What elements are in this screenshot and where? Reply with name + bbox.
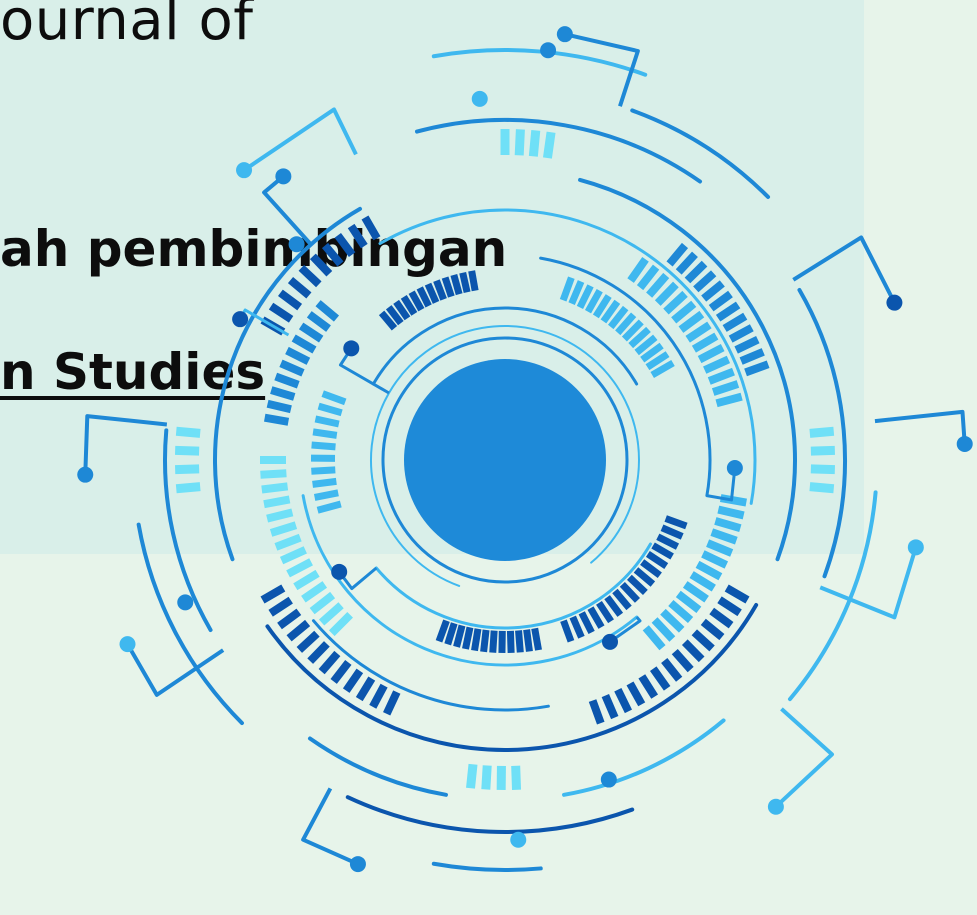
- circuit-node: [331, 563, 348, 580]
- circuit-tick: [342, 668, 364, 693]
- circuit-tick: [588, 699, 605, 725]
- circuit-node: [177, 594, 194, 611]
- circuit-node: [602, 633, 618, 650]
- circuit-tick: [682, 581, 709, 603]
- circuit-tick: [453, 624, 466, 648]
- circuit-tick: [717, 596, 742, 617]
- circuit-tick: [286, 619, 311, 642]
- circuit-tick: [309, 591, 336, 615]
- studies-link[interactable]: n Studies: [0, 343, 266, 401]
- circuit-trace: [301, 787, 359, 866]
- circuit-tick: [355, 676, 376, 702]
- circuit-tick: [277, 608, 302, 630]
- circuit-node: [907, 539, 924, 556]
- circuit-tick: [695, 560, 723, 581]
- circuit-tick: [638, 674, 659, 699]
- circuit-tick: [531, 627, 542, 651]
- circuit-node: [600, 771, 617, 788]
- circuit-tick: [318, 650, 341, 675]
- circuit-tick: [511, 765, 522, 790]
- circuit-tick: [701, 550, 729, 569]
- subtitle-fragment: ah pembimbingan: [0, 220, 508, 278]
- circuit-node: [886, 294, 903, 311]
- circuit-tick: [601, 693, 619, 720]
- circuit-tick: [640, 559, 662, 579]
- circuit-tick: [626, 681, 646, 707]
- circuit-tick: [700, 618, 725, 641]
- circuit-tick: [645, 551, 669, 569]
- circuit-arc: [311, 619, 550, 712]
- circuit-tick: [471, 628, 482, 652]
- circuit-tick: [268, 596, 293, 617]
- circuit-tick: [596, 600, 614, 624]
- circuit-trace: [609, 616, 642, 644]
- circuit-tick: [286, 558, 313, 578]
- circuit-tick: [689, 571, 716, 592]
- circuit-tick: [480, 629, 490, 653]
- circuit-tick: [318, 602, 344, 626]
- circuit-tick: [260, 584, 286, 604]
- circuit-tick: [569, 615, 585, 639]
- circuit-tick: [642, 625, 666, 651]
- circuit-tick: [560, 619, 575, 643]
- circuit-tick: [660, 608, 685, 633]
- circuit-node: [510, 831, 527, 848]
- circuit-tick: [444, 622, 458, 646]
- circuit-tick: [619, 581, 640, 603]
- circuit-tick: [328, 612, 353, 637]
- circuit-tick: [671, 648, 694, 673]
- circuit-tick: [651, 617, 676, 642]
- circuit-node: [767, 798, 784, 815]
- circuit-tick: [435, 619, 450, 643]
- circuit-tick: [604, 595, 624, 617]
- circuit-arc: [374, 542, 652, 630]
- circuit-arc: [136, 522, 244, 726]
- circuit-trace: [819, 546, 918, 620]
- circuit-tick: [681, 639, 705, 663]
- circuit-tick: [614, 688, 633, 714]
- circuit-arc: [265, 603, 759, 752]
- circuit-node: [349, 856, 366, 873]
- circuit-node: [956, 435, 973, 452]
- circuit-tick: [301, 581, 328, 603]
- circuit-tick: [481, 765, 492, 790]
- circuit-arc: [307, 736, 448, 797]
- circuit-tick: [489, 630, 498, 653]
- circuit-trace: [874, 409, 967, 445]
- circuit-trace: [337, 566, 378, 591]
- circuit-tick: [691, 629, 715, 652]
- journal-title-fragment: ournal of: [0, 0, 254, 53]
- circuit-tick: [649, 666, 671, 691]
- circuit-tick: [523, 629, 533, 652]
- circuit-tick: [626, 574, 648, 595]
- circuit-tick: [383, 690, 401, 716]
- circuit-tick: [293, 569, 320, 591]
- circuit-tick: [612, 588, 632, 611]
- circuit-tick: [466, 763, 478, 789]
- circuit-tick: [587, 606, 605, 629]
- circuit-tick: [307, 641, 330, 664]
- circuit-node: [119, 636, 136, 653]
- circuit-arc: [431, 861, 543, 872]
- circuit-arc: [562, 718, 726, 797]
- circuit-tick: [578, 611, 595, 635]
- circuit-tick: [462, 626, 474, 650]
- circuit-trace: [774, 707, 834, 809]
- circuit-tick: [506, 630, 515, 654]
- circuit-tick: [369, 683, 388, 709]
- circuit-tick: [515, 630, 524, 653]
- circuit-tick: [330, 660, 352, 684]
- circuit-tick: [296, 630, 320, 653]
- circuit-tick: [668, 599, 694, 624]
- circuit-tick: [675, 590, 702, 613]
- circuit-tick: [633, 567, 656, 587]
- circuit-arc: [345, 795, 635, 834]
- circuit-tick: [709, 607, 734, 629]
- circuit-trace: [125, 643, 225, 697]
- circuit-tick: [724, 584, 750, 604]
- circuit-tick: [661, 657, 683, 682]
